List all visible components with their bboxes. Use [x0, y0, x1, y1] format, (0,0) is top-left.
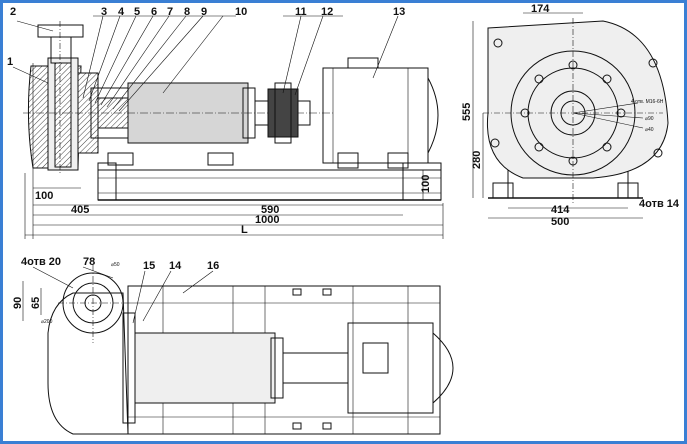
front-dimension-lines [472, 12, 643, 219]
motor-plan [282, 322, 454, 414]
callout-11: 11 [295, 6, 307, 18]
dim-405: 405 [71, 204, 89, 216]
dim-500: 500 [551, 216, 569, 228]
front-view: 174 555 280 414 500 4отв 14 4 отв. М16-6… [461, 3, 680, 228]
holes-4x14: 4отв 14 [639, 198, 680, 210]
pump-plan [47, 265, 284, 435]
callout-2: 2 [10, 6, 16, 18]
dim-90: 90 [12, 297, 24, 309]
callout-1: 1 [7, 56, 13, 68]
dim-414: 414 [551, 204, 570, 216]
note-dia-c: ⌀50 [111, 262, 120, 268]
holes-4x20: 4отв 20 [21, 256, 61, 268]
dim-555: 555 [461, 103, 473, 121]
callout-13: 13 [393, 6, 405, 18]
note-dia-d: ⌀200 [41, 319, 53, 325]
base-frame-plan [127, 285, 441, 435]
dim-78: 78 [83, 256, 95, 268]
coupling [254, 82, 311, 144]
callout-8: 8 [184, 6, 190, 18]
pump-unit-drawing: 2 1 3 4 5 6 7 8 9 10 11 12 13 100 405 59… [7, 3, 680, 435]
pump-body-front [483, 18, 669, 203]
dim-L: L [241, 224, 248, 236]
side-dimension-lines [24, 63, 444, 239]
dim-1000: 1000 [255, 214, 279, 226]
callout-leaders [12, 15, 399, 112]
electric-motor-side [322, 57, 439, 169]
dim-590: 590 [261, 204, 279, 216]
callout-6: 6 [151, 6, 157, 18]
note-flange-bolts: 4 отв. М16-6Н [631, 99, 664, 105]
dim-280: 280 [471, 151, 483, 169]
pump-casing-section [27, 21, 132, 173]
callout-3: 3 [101, 6, 107, 18]
callout-5: 5 [134, 6, 140, 18]
callout-15: 15 [143, 260, 155, 272]
plan-view: 4отв 20 78 90 65 15 14 16 ⌀50 ⌀200 [12, 256, 454, 435]
side-view: 2 1 3 4 5 6 7 8 9 10 11 12 13 100 405 59… [7, 6, 444, 239]
callout-7: 7 [167, 6, 173, 18]
dim-100-right: 100 [420, 175, 432, 193]
note-dia-a: ⌀90 [645, 116, 654, 122]
callout-16: 16 [207, 260, 219, 272]
callout-10: 10 [235, 6, 247, 18]
callout-12: 12 [321, 6, 333, 18]
callout-9: 9 [201, 6, 207, 18]
note-dia-b: ⌀40 [645, 127, 654, 133]
callout-4: 4 [118, 6, 125, 18]
callout-14: 14 [169, 260, 182, 272]
dim-174: 174 [531, 3, 550, 15]
dim-100-left: 100 [35, 190, 53, 202]
plan-leaders [22, 266, 214, 324]
bearing-housing [23, 82, 333, 166]
base-frame-side [97, 162, 442, 201]
dim-65: 65 [30, 297, 42, 309]
